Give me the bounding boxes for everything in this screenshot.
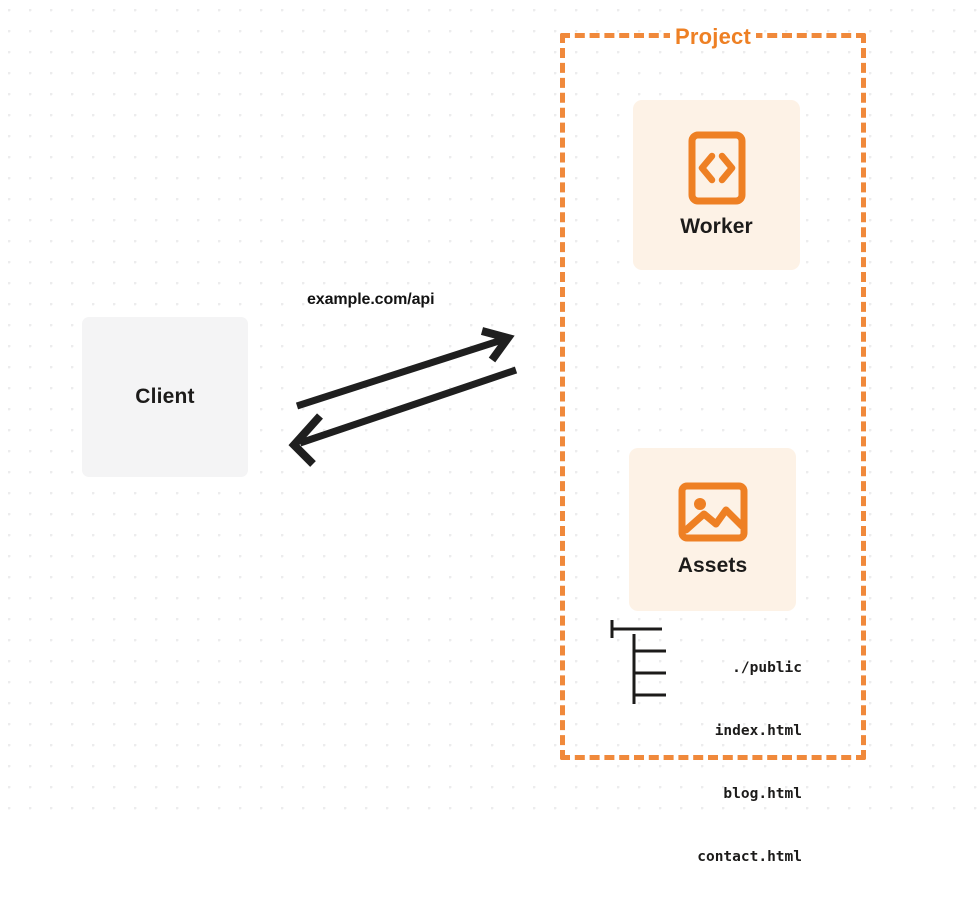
client-label: Client [135,385,195,408]
project-title: Project [670,24,756,50]
file-tree-row: blog.html [723,786,802,802]
file-tree-row: index.html [714,723,802,739]
assets-label: Assets [677,553,748,577]
request-arrow-line [295,335,507,410]
file-tree-row: contact.html [697,849,802,865]
response-arrow-head [288,413,323,467]
diagram-canvas: Client example.com/api Project Worker [0,0,980,865]
client-node: Client [82,317,248,477]
worker-card[interactable]: Worker [633,100,800,270]
file-tree-row: ./public [732,660,802,676]
worker-label: Worker [680,215,753,238]
response-arrow-line [298,366,518,447]
file-tree: ./public index.html blog.html contact.ht… [600,616,802,910]
connection-label: example.com/api [307,291,435,308]
image-icon [678,482,747,541]
code-file-icon [688,131,745,205]
request-arrow-head [480,327,515,363]
assets-card[interactable]: Assets [629,448,796,611]
project-container: Project [560,24,866,760]
